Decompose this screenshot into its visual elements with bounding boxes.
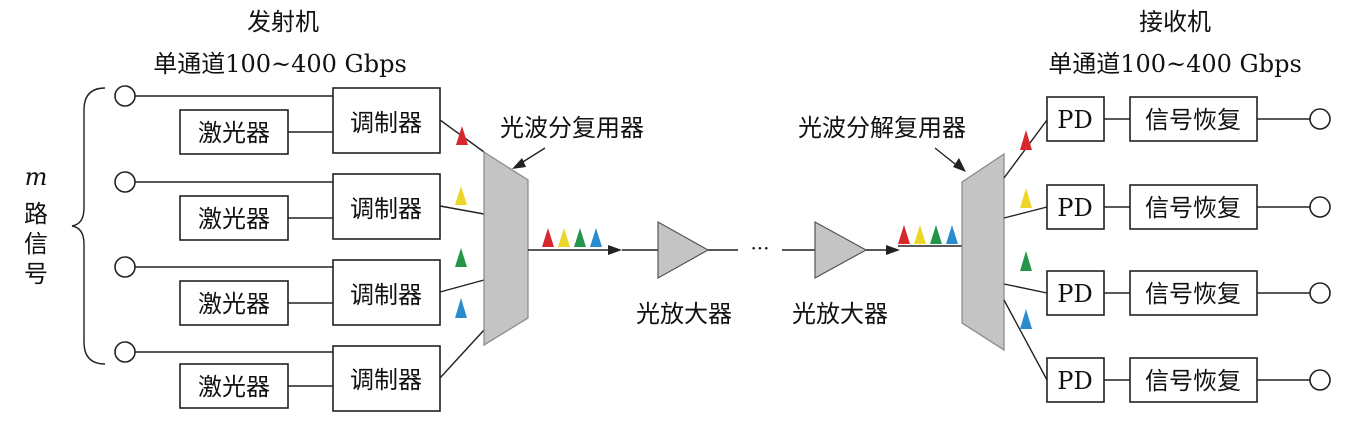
- receiver-rate-label: 单通道100~400 Gbps: [1048, 50, 1302, 78]
- demux-label: 光波分解复用器: [798, 114, 966, 142]
- pd-label: PD: [1057, 367, 1092, 395]
- modulator-label: 调制器: [350, 281, 422, 309]
- modulator-to-mux-line: [439, 329, 485, 379]
- demux-to-pd-line: [1003, 299, 1048, 381]
- rx-marker-blue: [946, 225, 958, 244]
- pd-label: PD: [1057, 194, 1092, 222]
- channel-label-char-3: 号: [24, 260, 48, 288]
- pd-box: [1046, 270, 1105, 316]
- rx-channel-1: PD 信号恢复: [1003, 96, 1331, 179]
- signal-recovery-box: [1129, 270, 1258, 316]
- modulator-label: 调制器: [350, 109, 422, 137]
- rx-marker-yellow: [914, 225, 926, 244]
- wavelength-marker-blue: [455, 298, 467, 318]
- fiber-arrowhead-1: [608, 245, 622, 255]
- signal-recovery-label: 信号恢复: [1145, 367, 1241, 395]
- rx-marker-red: [898, 225, 910, 244]
- rx-output-port[interactable]: [1309, 108, 1331, 130]
- signal-recovery-label: 信号恢复: [1145, 280, 1241, 308]
- rx-channel-3: PD 信号恢复: [1003, 251, 1331, 316]
- rx-output-port[interactable]: [1309, 196, 1331, 218]
- modulator-box: [332, 87, 441, 154]
- modulator-label: 调制器: [350, 366, 422, 394]
- fiber-arrowhead-2: [886, 245, 900, 255]
- mux-label: 光波分复用器: [500, 114, 644, 142]
- pd-box: [1046, 96, 1105, 142]
- wdm-multiplexer: [483, 150, 529, 347]
- wavelength-marker-red: [456, 126, 468, 145]
- mux-marker-red: [542, 228, 554, 247]
- signal-recovery-label: 信号恢复: [1145, 106, 1241, 134]
- laser-box: [179, 363, 289, 409]
- amplifier-2-label: 光放大器: [792, 300, 888, 328]
- modulator-to-mux-line: [439, 205, 485, 215]
- channel-label-char-2: 信: [24, 230, 48, 258]
- laser-label: 激光器: [198, 119, 270, 147]
- signal-recovery-label: 信号恢复: [1145, 194, 1241, 222]
- transmitter-rate-label: 单通道100~400 Gbps: [153, 50, 407, 78]
- rx-wavelength-marker-yellow: [1020, 188, 1032, 208]
- wavelength-marker-green: [455, 248, 467, 267]
- mux-marker-green: [574, 228, 586, 247]
- optical-amplifier-2: [814, 220, 868, 280]
- tx-input-port[interactable]: [114, 341, 136, 363]
- link-ellipsis: ···: [750, 236, 769, 260]
- rx-channel-4: PD 信号恢复: [1003, 299, 1331, 403]
- rx-output-port[interactable]: [1309, 369, 1331, 391]
- modulator-to-mux-line: [439, 279, 485, 293]
- wdm-demultiplexer: [961, 152, 1005, 352]
- wavelength-marker-yellow: [455, 186, 467, 205]
- modulator-box: [332, 259, 441, 326]
- mux-label-arrowhead: [512, 158, 526, 169]
- laser-label: 激光器: [198, 290, 270, 318]
- signal-recovery-box: [1129, 184, 1258, 230]
- modulator-label: 调制器: [350, 195, 422, 223]
- amplifier-1-label: 光放大器: [636, 300, 732, 328]
- mux-marker-blue: [590, 228, 602, 247]
- tx-channel-4: 激光器 调制器: [114, 298, 485, 412]
- rx-wavelength-marker-blue: [1020, 309, 1032, 329]
- channel-brace: [71, 87, 106, 365]
- tx-channel-3: 激光器 调制器: [114, 248, 485, 326]
- rx-output-port[interactable]: [1309, 282, 1331, 304]
- demux-to-pd-line: [1003, 206, 1048, 219]
- channel-count-var: m: [25, 163, 48, 191]
- tx-input-port[interactable]: [114, 171, 136, 193]
- pd-label: PD: [1057, 106, 1092, 134]
- receiver-title: 接收机: [1139, 8, 1211, 36]
- modulator-box: [332, 345, 441, 412]
- mux-marker-yellow: [558, 228, 570, 247]
- laser-label: 激光器: [198, 373, 270, 401]
- pd-box: [1046, 357, 1105, 403]
- demux-to-pd-line: [1003, 283, 1048, 294]
- laser-label: 激光器: [198, 205, 270, 233]
- rx-wavelength-marker-red: [1020, 130, 1032, 150]
- rx-marker-green: [930, 225, 942, 244]
- demux-label-arrowhead: [953, 158, 966, 172]
- tx-channel-2: 激光器 调制器: [114, 171, 485, 241]
- transmitter-title: 发射机: [247, 8, 319, 36]
- rx-wavelength-marker-green: [1020, 251, 1032, 271]
- rx-channel-2: PD 信号恢复: [1003, 184, 1331, 230]
- tx-input-port[interactable]: [114, 256, 136, 278]
- demux-wavelength-markers: [898, 225, 958, 244]
- tx-channel-1: 激光器 调制器: [114, 85, 485, 155]
- laser-box: [179, 280, 289, 326]
- channel-label-char-1: 路: [24, 200, 48, 228]
- optical-amplifier-1: [657, 220, 710, 280]
- laser-box: [179, 195, 289, 241]
- pd-label: PD: [1057, 280, 1092, 308]
- tx-input-port[interactable]: [114, 85, 136, 107]
- multiplexed-wavelength-markers: [542, 228, 602, 247]
